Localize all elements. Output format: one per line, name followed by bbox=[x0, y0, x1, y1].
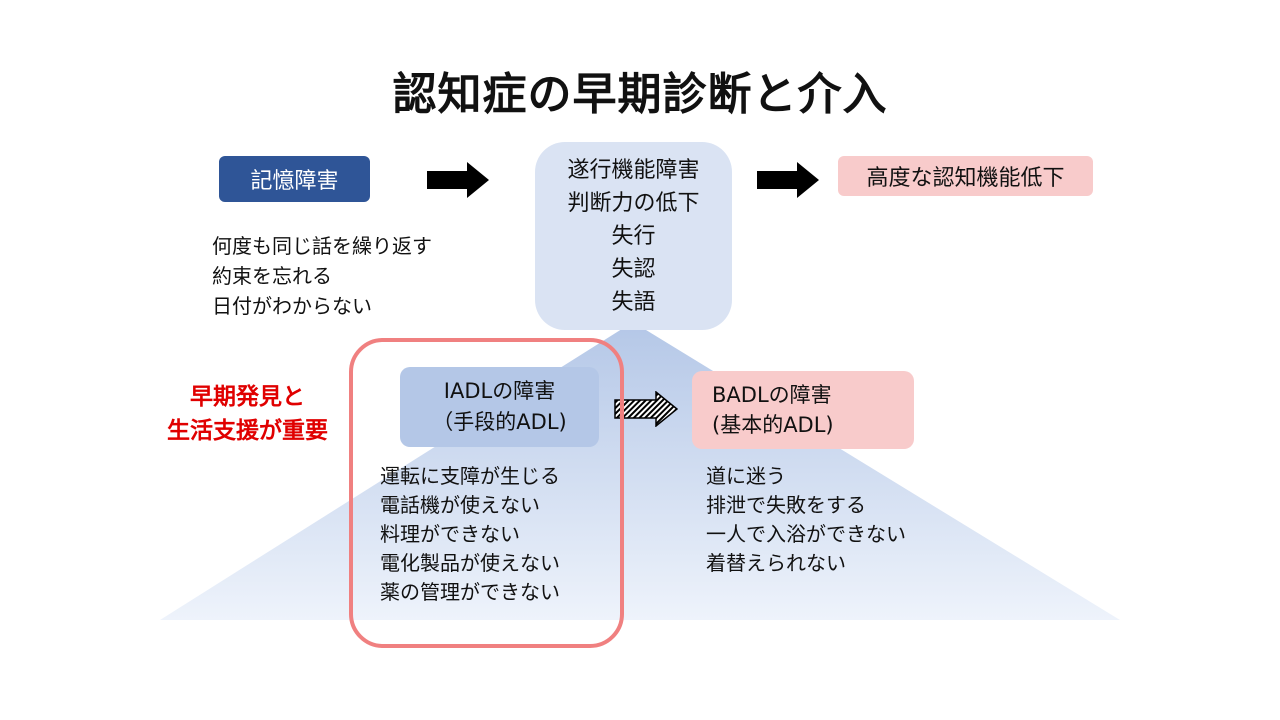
page-title: 認知症の早期診断と介入 bbox=[392, 69, 888, 120]
badl-line: BADLの障害 bbox=[712, 383, 832, 407]
list-item: 電話機が使えない bbox=[380, 493, 540, 517]
iadl-line: IADLの障害 bbox=[443, 379, 556, 403]
executive-line: 遂行機能障害 bbox=[567, 157, 700, 183]
iadl-line: （手段的ADL) bbox=[432, 410, 567, 434]
list-item: 排泄で失敗をする bbox=[706, 493, 866, 517]
executive-line: 失認 bbox=[611, 256, 656, 282]
executive-line: 失行 bbox=[611, 223, 656, 249]
cognitive-decline-box: 高度な認知機能低下 bbox=[838, 156, 1093, 196]
iadl-symptoms-list: 運転に支障が生じる 電話機が使えない 料理ができない 電化製品が使えない 薬の管… bbox=[380, 462, 560, 607]
executive-dysfunction-box: 遂行機能障害 判断力の低下 失行 失認 失語 bbox=[535, 142, 732, 330]
list-item: 料理ができない bbox=[380, 522, 520, 546]
important-note-line: 生活支援が重要 bbox=[167, 418, 328, 444]
list-item: 約束を忘れる bbox=[212, 264, 332, 288]
list-item: 薬の管理ができない bbox=[380, 580, 560, 604]
list-item: 日付がわからない bbox=[212, 294, 372, 318]
list-item: 電化製品が使えない bbox=[380, 551, 560, 575]
memory-impairment-box: 記憶障害 bbox=[219, 156, 370, 202]
important-note: 早期発見と 生活支援が重要 bbox=[140, 380, 355, 448]
iadl-impairment-box: IADLの障害 （手段的ADL) bbox=[400, 367, 599, 447]
badl-impairment-box: BADLの障害 (基本的ADL) bbox=[692, 371, 914, 449]
memory-symptoms-list: 何度も同じ話を繰り返す 約束を忘れる 日付がわからない bbox=[212, 231, 432, 321]
list-item: 運転に支障が生じる bbox=[380, 464, 560, 488]
list-item: 道に迷う bbox=[706, 464, 786, 488]
badl-line: (基本的ADL) bbox=[712, 413, 834, 437]
important-note-line: 早期発見と bbox=[190, 384, 305, 410]
executive-line: 判断力の低下 bbox=[567, 190, 700, 216]
badl-symptoms-list: 道に迷う 排泄で失敗をする 一人で入浴ができない 着替えられない bbox=[706, 462, 906, 578]
list-item: 一人で入浴ができない bbox=[706, 522, 906, 546]
arrow-executive-to-decline bbox=[757, 162, 819, 198]
list-item: 着替えられない bbox=[706, 551, 846, 575]
list-item: 何度も同じ話を繰り返す bbox=[212, 234, 432, 258]
executive-line: 失語 bbox=[611, 289, 656, 315]
arrow-memory-to-executive bbox=[427, 162, 489, 198]
early-intervention-highlight bbox=[349, 338, 624, 648]
